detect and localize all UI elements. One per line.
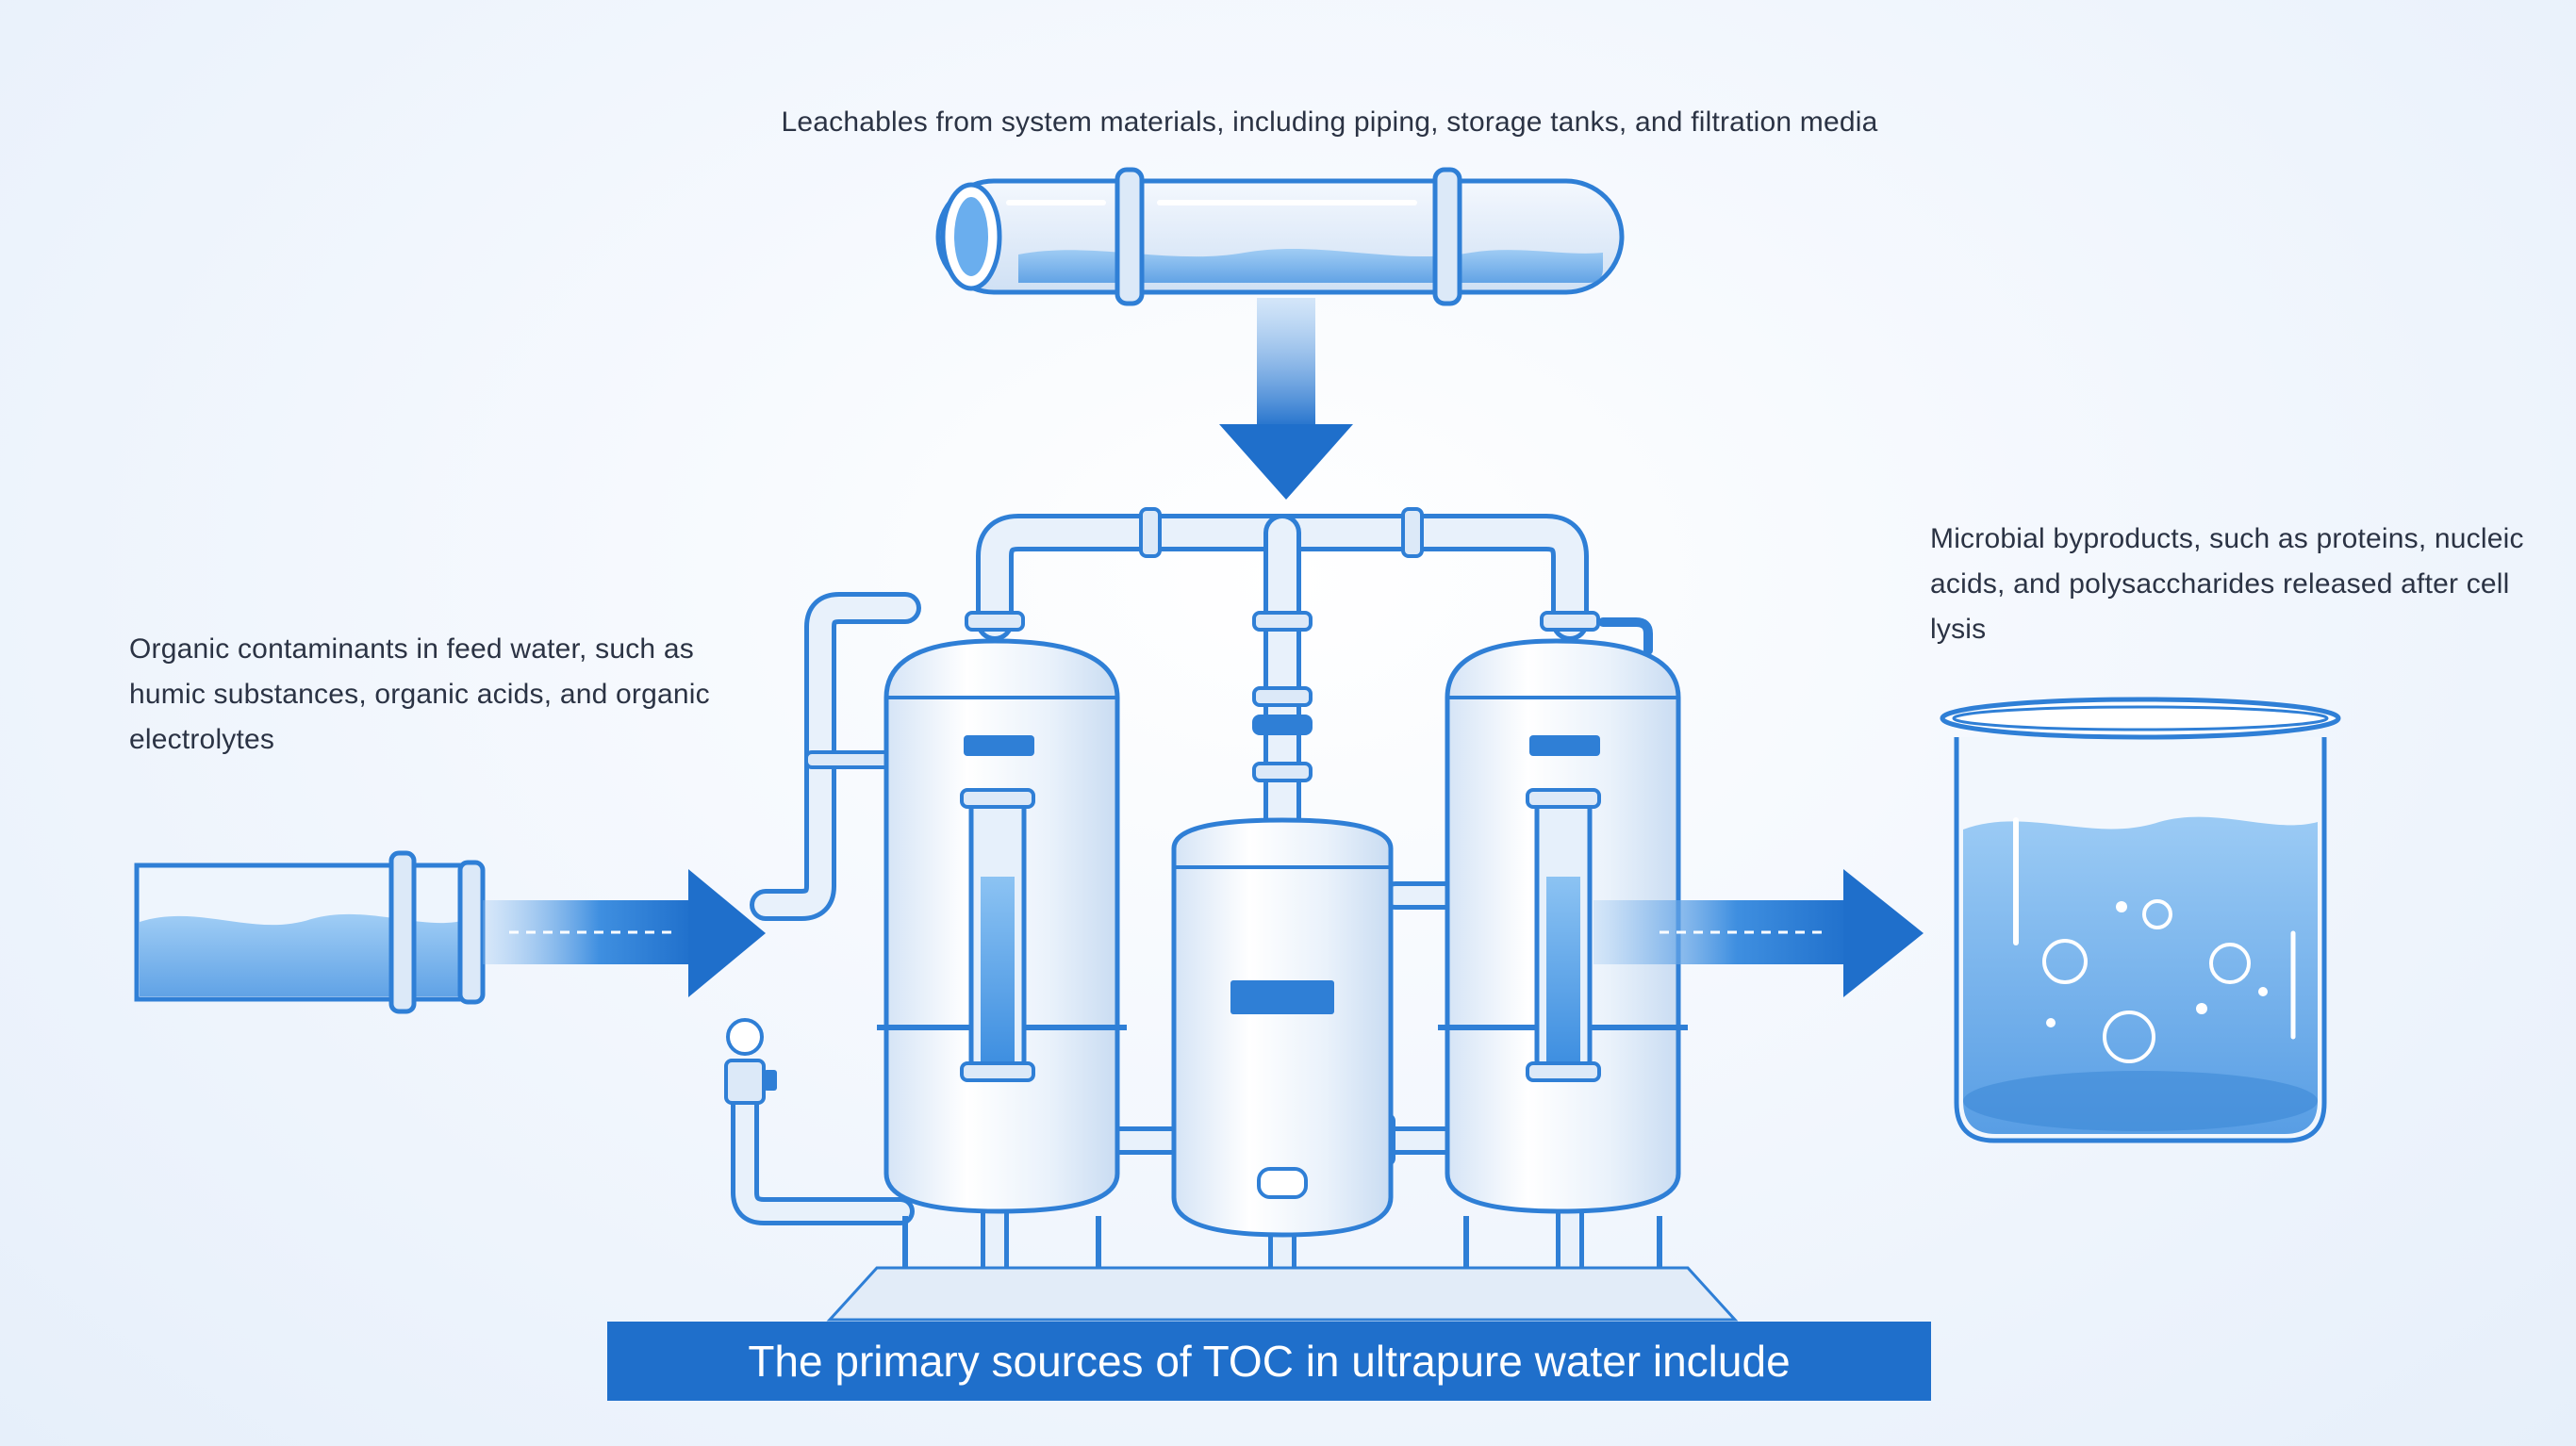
pressure-gauge — [724, 1018, 777, 1105]
right-tank — [1438, 617, 1688, 1287]
feed-pipe — [134, 850, 486, 1014]
middle-tank — [1171, 817, 1394, 1238]
left-tank — [877, 638, 1127, 1287]
caption-banner: The primary sources of TOC in ultrapure … — [607, 1322, 1931, 1401]
top-pipe — [935, 167, 1625, 306]
label-leachables: Leachables from system materials, includ… — [781, 107, 1878, 138]
label-feed-water: Organic contaminants in feed water, such… — [129, 633, 710, 755]
beaker — [1940, 697, 2341, 1143]
down-arrow — [1219, 298, 1353, 500]
feed-arrow — [483, 869, 766, 997]
label-microbial-byproducts: Microbial byproducts, such as proteins, … — [1930, 523, 2524, 645]
output-arrow — [1593, 869, 1924, 997]
base-platform — [826, 1266, 1739, 1322]
